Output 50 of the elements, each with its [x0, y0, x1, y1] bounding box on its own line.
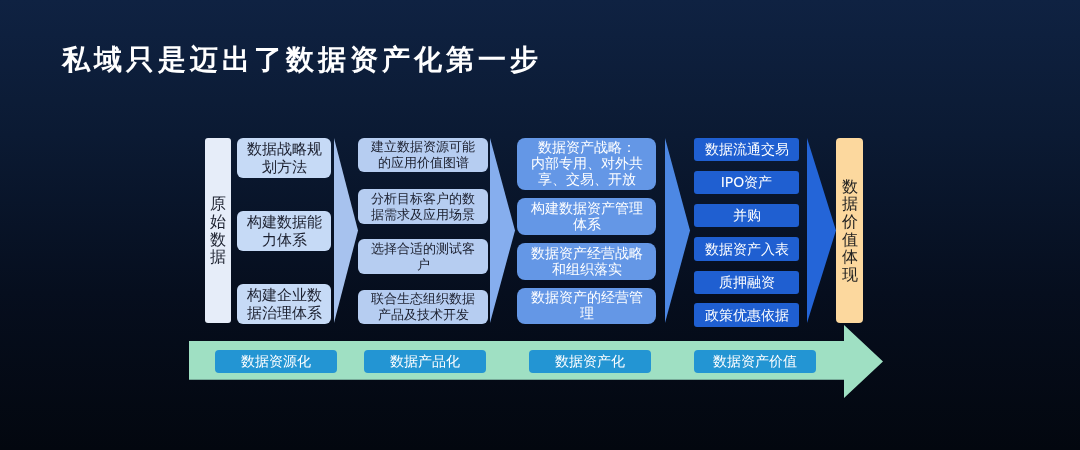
step-card — [517, 243, 656, 280]
step-card — [237, 284, 331, 324]
step-card — [237, 211, 331, 251]
stage-label — [529, 350, 651, 373]
card-text: 分析目标客户的数据需求及应用场景 — [370, 190, 476, 223]
stage-label — [215, 350, 337, 373]
card-text: 数据资产经营战略和组织落实 — [529, 245, 644, 278]
value-item-card — [694, 138, 799, 161]
card-text: 内部专用、对外共享、交易、开放 — [529, 156, 644, 188]
step-card — [358, 239, 488, 274]
card-text: 数据战略规划方法 — [245, 140, 323, 176]
card-text: 并购 — [732, 207, 761, 224]
value-item-card — [694, 204, 799, 227]
card-text: 构建企业数据治理体系 — [245, 286, 323, 322]
step-card — [358, 290, 488, 324]
step-card — [358, 138, 488, 172]
card-text: IPO资产 — [720, 174, 773, 191]
card-text: 原始数据 — [210, 195, 226, 266]
card-text: 构建数据能力体系 — [245, 213, 323, 249]
card-text: 数据产品化 — [390, 353, 460, 370]
source-data-bar — [205, 138, 231, 323]
card-text: 构建数据资产管理体系 — [529, 200, 644, 233]
card-text: 数据价值体现 — [841, 177, 858, 284]
card-text: 数据资产入表 — [704, 240, 789, 258]
title: 私域只是迈出了数据资产化第一步 — [62, 42, 542, 78]
step-card — [517, 198, 656, 235]
result-bar — [836, 138, 863, 323]
step-card — [358, 189, 488, 224]
value-item-card — [694, 271, 799, 294]
stage-label — [364, 350, 486, 373]
card-text: 数据资源化 — [241, 353, 311, 370]
card-text: 数据资产价值 — [713, 353, 797, 370]
value-item-card — [694, 171, 799, 194]
step-card — [517, 138, 656, 190]
value-item-card — [694, 237, 799, 261]
flow-arrow-band — [189, 325, 883, 398]
card-heading: 数据资产战略： — [537, 140, 636, 156]
card-text: 质押融资 — [718, 274, 775, 291]
direction-arrow — [807, 138, 836, 323]
value-item-card — [694, 303, 799, 327]
card-text: 建立数据资源可能的应用价值图谱 — [370, 139, 476, 171]
card-text: 数据流通交易 — [704, 141, 789, 158]
card-text: 数据资产化 — [555, 353, 625, 370]
card-text: 数据资产的经营管理 — [529, 290, 644, 322]
step-card — [517, 288, 656, 324]
step-card — [237, 138, 331, 178]
card-text: 政策优惠依据 — [704, 306, 789, 324]
card-text: 选择合适的测试客户 — [370, 240, 476, 273]
stage-label — [694, 350, 816, 373]
card-text: 联合生态组织数据产品及技术开发 — [370, 291, 476, 323]
